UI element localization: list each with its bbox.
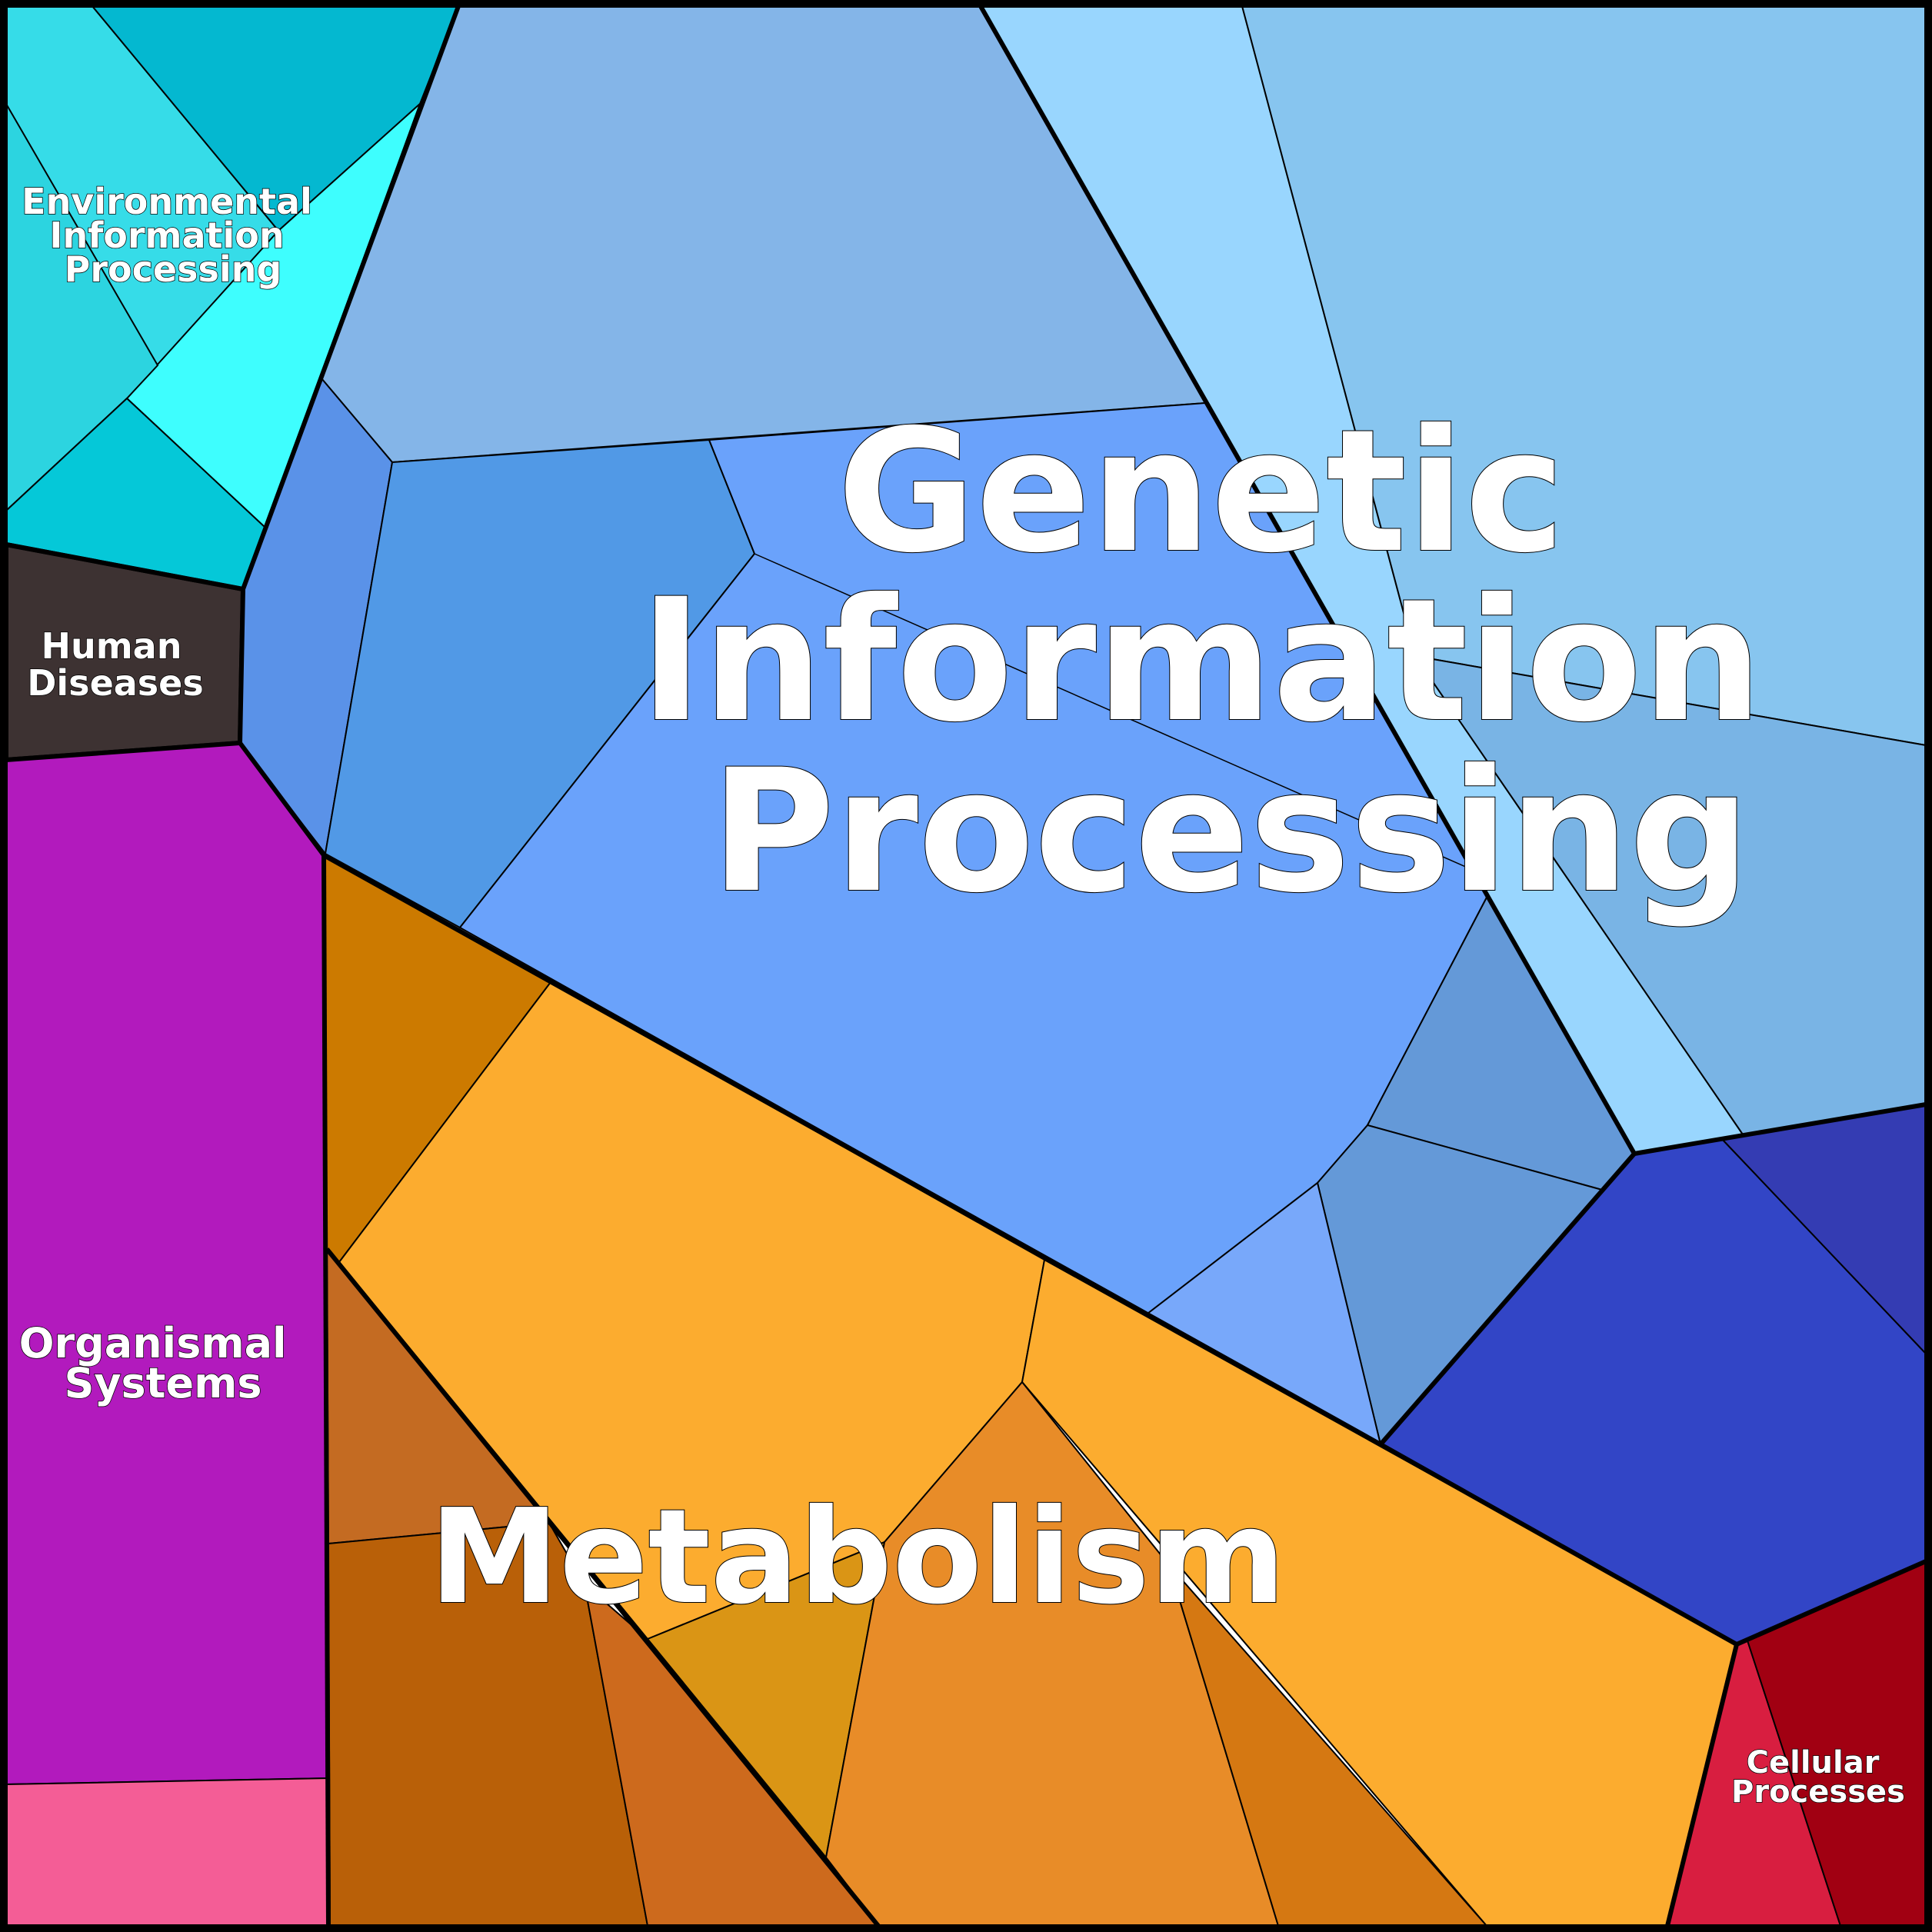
label-metabolism: Metabolism bbox=[429, 1481, 1286, 1634]
label-organismal-line-2: Systems bbox=[64, 1359, 261, 1407]
label-genetic: Genetic Information Processing bbox=[640, 393, 1821, 930]
label-human-diseases: Human Diseases bbox=[27, 625, 204, 704]
label-environmental: Environmental Information Processing bbox=[22, 181, 325, 290]
label-cellular-line-2: Processes bbox=[1731, 1774, 1905, 1810]
label-human-diseases-line-1: Human bbox=[42, 625, 182, 667]
group-organismal bbox=[5, 741, 331, 1927]
label-organismal: Organismal Systems bbox=[19, 1319, 301, 1407]
group-metabolism bbox=[322, 854, 1738, 1927]
cell-organismal-1 bbox=[5, 741, 330, 1786]
group-genetic bbox=[238, 5, 1927, 1646]
label-cellular: Cellular Processes bbox=[1731, 1745, 1905, 1810]
cell-genetic-divider bbox=[754, 553, 1489, 878]
label-environmental-line-3: Processing bbox=[65, 248, 282, 290]
label-genetic-line-1: Genetic bbox=[837, 393, 1565, 590]
label-environmental-line-2: Information bbox=[49, 215, 284, 256]
cell-organismal-2 bbox=[5, 1777, 331, 1927]
label-cellular-line-1: Cellular bbox=[1747, 1745, 1880, 1780]
label-organismal-line-1: Organismal bbox=[19, 1319, 287, 1367]
label-human-diseases-line-2: Diseases bbox=[27, 662, 204, 704]
label-metabolism-line-1: Metabolism bbox=[429, 1481, 1286, 1634]
category-boundaries bbox=[5, 5, 1927, 1927]
label-environmental-line-1: Environmental bbox=[22, 181, 312, 222]
group-environmental bbox=[5, 5, 460, 591]
label-genetic-line-3: Processing bbox=[711, 733, 1750, 930]
label-genetic-line-2: Information bbox=[640, 562, 1763, 759]
